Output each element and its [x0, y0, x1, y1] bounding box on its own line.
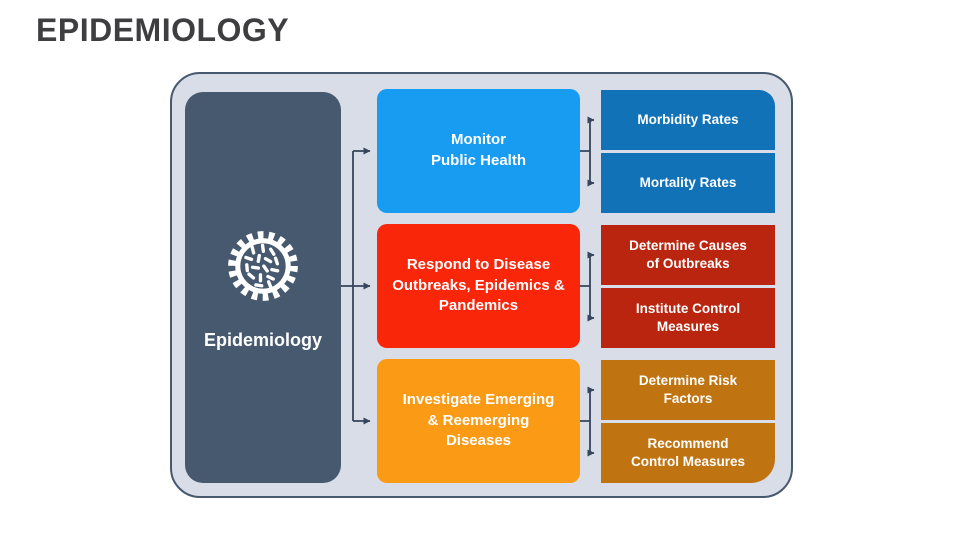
node-investigate-emerging-diseases: Investigate Emerging & Reemerging Diseas… [377, 359, 580, 483]
node-label: Investigate Emerging & Reemerging Diseas… [402, 390, 555, 450]
node-mortality-rates: Mortality Rates [601, 153, 775, 213]
node-label: Respond to Disease Outbreaks, Epidemics … [392, 255, 565, 315]
page-title: EPIDEMIOLOGY [36, 12, 290, 48]
node-recommend-control-measures: Recommend Control Measures [601, 423, 775, 483]
node-label: Recommend Control Measures [630, 436, 746, 469]
node-determine-risk-factors: Determine Risk Factors [601, 360, 775, 420]
node-institute-control-measures: Institute Control Measures [601, 288, 775, 348]
node-label: Mortality Rates [639, 175, 737, 191]
node-label: Morbidity Rates [637, 112, 739, 128]
root-node-label: Epidemiology [203, 330, 322, 350]
root-node-epidemiology: Epidemiology [185, 92, 341, 483]
node-monitor-public-health: Monitor Public Health [377, 89, 580, 213]
node-label: Institute Control Measures [635, 301, 741, 334]
node-label: Monitor Public Health [430, 131, 527, 169]
node-label: Determine Causes of Outbreaks [629, 238, 747, 271]
node-label: Determine Risk Factors [638, 373, 738, 406]
node-determine-causes-of-outbreaks: Determine Causes of Outbreaks [601, 225, 775, 285]
node-morbidity-rates: Morbidity Rates [601, 90, 775, 150]
germ-icon [228, 231, 298, 301]
node-respond-to-disease-outbreaks: Respond to Disease Outbreaks, Epidemics … [377, 224, 580, 348]
